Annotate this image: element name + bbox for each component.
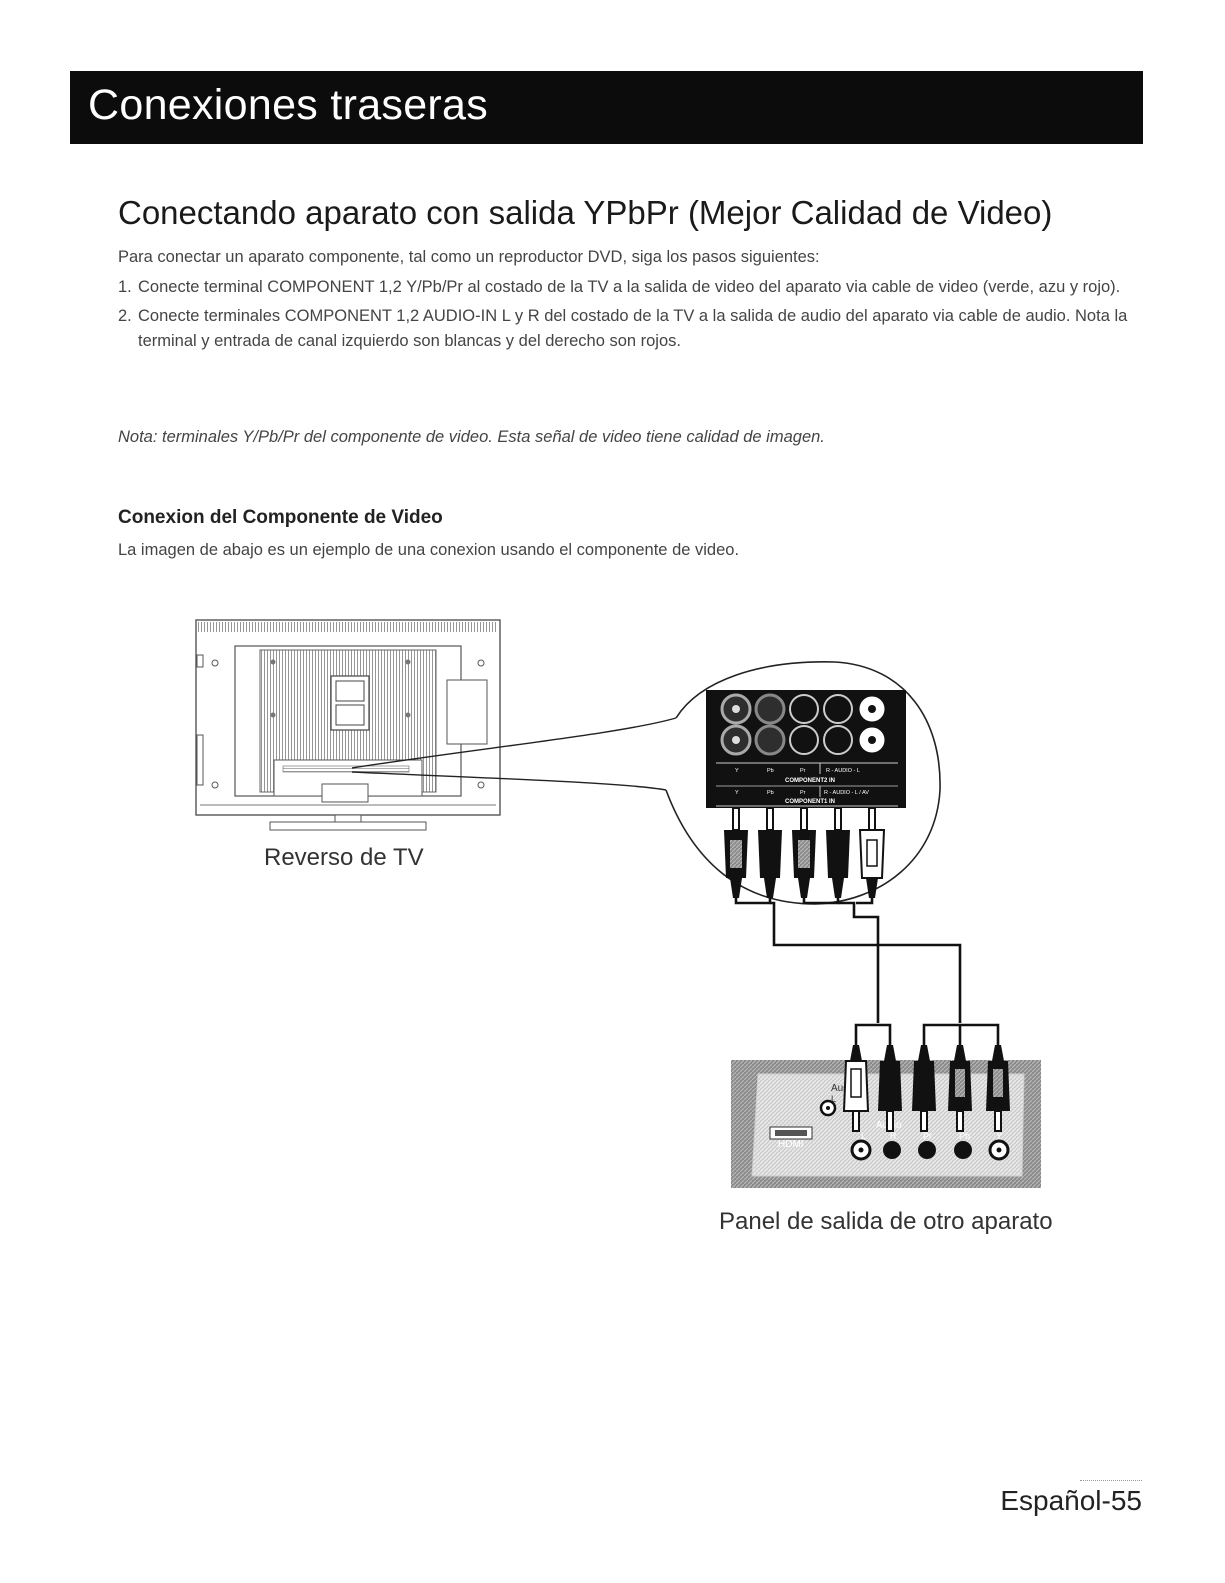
tv-jack-panel: Y Pb Pr R - AUDIO - L COMPONENT2 IN Y Pb…: [706, 690, 906, 808]
tv-label-y2: Y: [735, 790, 739, 796]
tv-label-component1: COMPONENT1 IN: [785, 799, 835, 805]
subsection-text: La imagen de abajo es un ejemplo de una …: [118, 541, 740, 559]
step-text: Conecte terminales COMPONENT 1,2 AUDIO-I…: [138, 307, 1128, 350]
tv-label-pb2: Pb: [767, 790, 774, 796]
tv-side-plugs: [724, 807, 886, 898]
label-pr: Pr: [923, 1131, 932, 1141]
step-item: 2. Conecte terminales COMPONENT 1,2 AUDI…: [118, 304, 1148, 354]
cables: [734, 898, 1000, 1045]
step-text: Conecte terminal COMPONENT 1,2 Y/Pb/Pr a…: [138, 278, 1121, 296]
label-l: L: [861, 1131, 866, 1141]
step-item: 1. Conecte terminal COMPONENT 1,2 Y/Pb/P…: [118, 275, 1148, 300]
tv-caption: Reverso de TV: [264, 844, 424, 871]
audio-top-l-label: L: [831, 1094, 836, 1104]
panel-caption: Panel de salida de otro aparato: [719, 1208, 1053, 1235]
step-number: 1.: [118, 278, 132, 296]
hdmi-label: HDMI: [778, 1139, 804, 1150]
tv-label-component2: COMPONENT2 IN: [785, 778, 835, 784]
label-r: R: [890, 1131, 897, 1141]
section-title: Conectando aparato con salida YPbPr (Mej…: [118, 194, 1053, 231]
audio-top-label: Aud: [831, 1083, 849, 1094]
label-y: Y: [996, 1131, 1002, 1141]
label-pb: Pb: [959, 1131, 970, 1141]
tv-label-audio: R - AUDIO - L: [826, 768, 860, 774]
subsection-title: Conexion del Componente de Video: [118, 507, 443, 528]
device-plugs: [842, 1045, 1010, 1132]
tv-label-pr2: Pr: [800, 790, 806, 796]
header-banner: Conexiones traseras: [70, 71, 1143, 144]
tv-label-pr: Pr: [800, 768, 806, 774]
video-note: Nota: terminales Y/Pb/Pr del componente …: [118, 428, 825, 446]
page-number: Español-55: [1000, 1485, 1142, 1516]
tv-label-pb: Pb: [767, 768, 774, 774]
tv-label-y: Y: [735, 768, 739, 774]
tv-label-audio2: R - AUDIO - L / AV: [824, 790, 869, 796]
footer-rule: [1080, 1480, 1142, 1481]
section-intro: Para conectar un aparato componente, tal…: [118, 248, 820, 266]
steps-list: 1. Conecte terminal COMPONENT 1,2 Y/Pb/P…: [118, 275, 1148, 358]
tv-back-illustration: [195, 619, 501, 831]
step-number: 2.: [118, 307, 132, 325]
page-title: Conexiones traseras: [88, 81, 489, 129]
